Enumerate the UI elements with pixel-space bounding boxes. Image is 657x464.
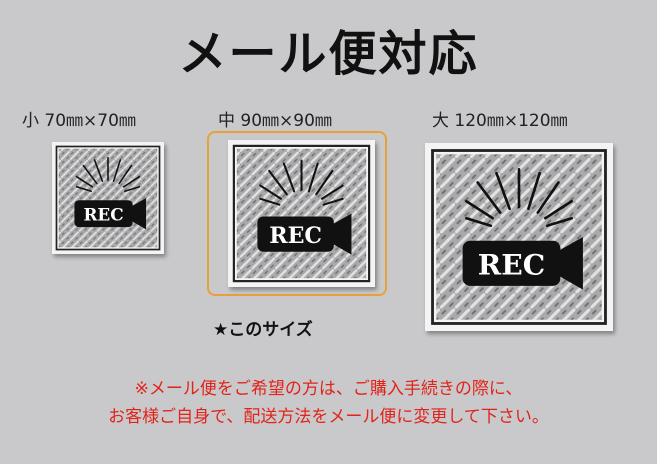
size-label-large: 大 120㎜×120㎜ — [432, 111, 568, 131]
sticker-medium — [228, 140, 375, 287]
mail-warning-line-1: ※メール便をご希望の方は、ご購入手続きの際に、 — [134, 379, 523, 399]
selected-size-highlight — [207, 131, 387, 296]
sticker-small — [52, 142, 164, 254]
size-label-medium: 中 90㎜×90㎜ — [218, 111, 332, 131]
rec-sticker-graphic — [425, 143, 613, 331]
rec-sticker-graphic — [228, 140, 375, 287]
page-title: メール便対応 — [178, 26, 479, 82]
sticker-large — [425, 143, 613, 331]
rec-sticker-graphic — [52, 142, 164, 254]
size-label-small: 小 70㎜×70㎜ — [22, 111, 136, 131]
mail-warning-line-2: お客様ご自身で、配送方法をメール便に変更して下さい。 — [108, 407, 549, 427]
size-note: ★このサイズ — [213, 320, 313, 340]
